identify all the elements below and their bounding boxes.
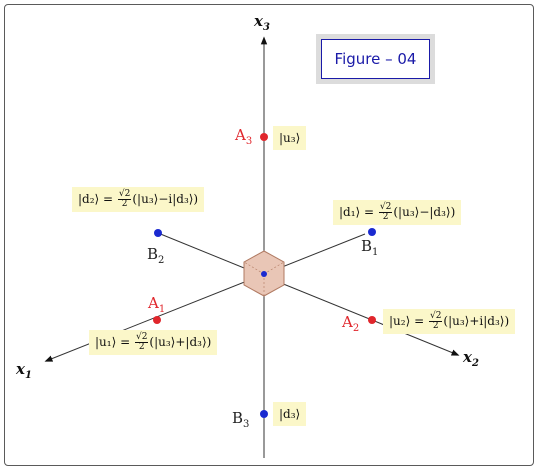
label-B3: B3 [232, 409, 250, 430]
label-A1: A1 [148, 294, 166, 315]
x2-axis-label: x2 [463, 348, 479, 369]
x2-axis-line [157, 232, 460, 356]
point-B3 [260, 410, 268, 418]
note-B3-ket: |d₃⟩ [273, 402, 307, 426]
point-B2 [154, 229, 162, 237]
x1-axis-label: x1 [16, 360, 32, 381]
point-A2 [368, 316, 376, 324]
label-B2: B2 [147, 245, 165, 266]
center-cube [243, 250, 285, 297]
figure-badge: Figure – 04 [316, 34, 435, 84]
note-A3-ket: |u₃⟩ [273, 126, 307, 150]
label-B1: B1 [361, 237, 379, 258]
label-A3: A3 [235, 126, 253, 147]
outer-frame [4, 4, 534, 466]
figure-badge-text: Figure – 04 [321, 39, 430, 79]
label-A2: A2 [342, 313, 360, 334]
point-A3 [260, 133, 268, 141]
point-A1 [153, 316, 161, 324]
x3-axis-label: x3 [254, 12, 270, 33]
point-B1 [368, 228, 376, 236]
